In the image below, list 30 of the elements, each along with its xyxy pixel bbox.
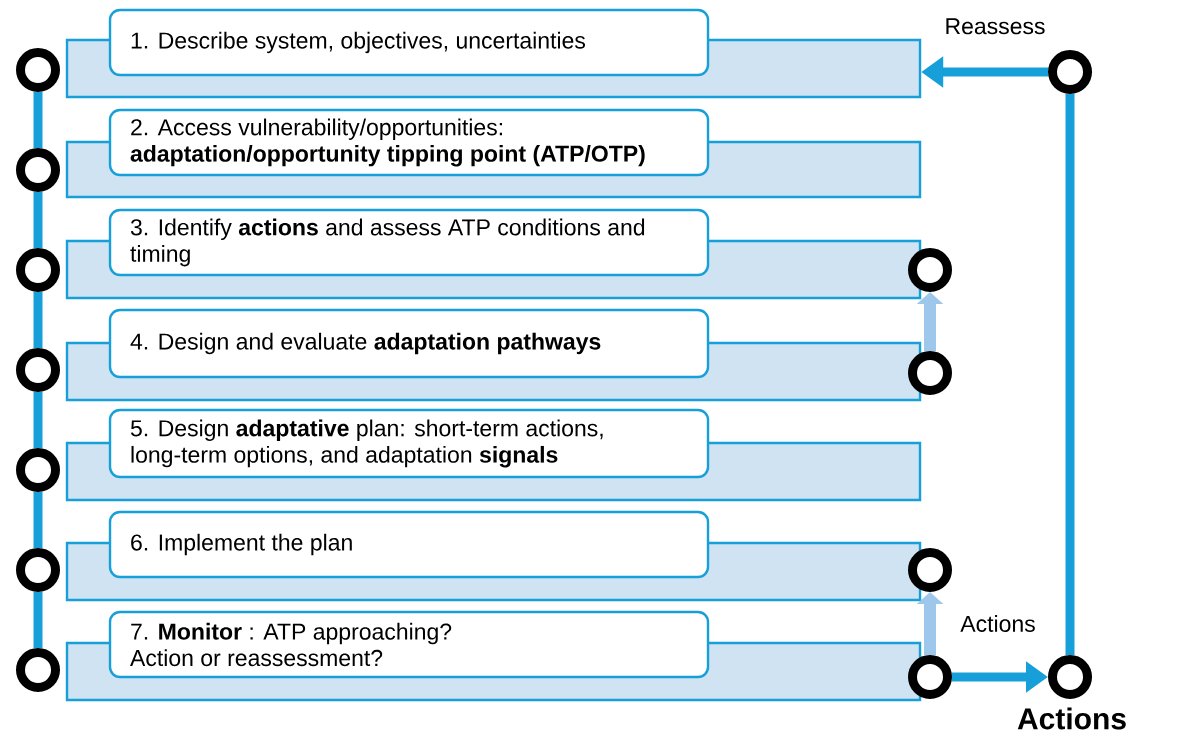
connector-line [33,592,43,648]
step-box: 7. Monitor : ATP approaching? Action or reassessment? [108,610,710,679]
step-box: 1. Describe system, objectives, uncertainties [108,8,710,77]
circle-marker [16,648,60,692]
connector-line [1065,94,1075,655]
step-box: 3. Identify actions and assess ATP conditions and timing [108,208,710,277]
connector-line [33,392,43,448]
step-box: 4. Design and evaluate adaptation pathways [108,308,710,379]
circle-marker [908,548,952,592]
connector-line [33,92,43,148]
edge-label: Actions [958,613,1038,634]
connector-line [33,192,43,248]
circle-marker [16,548,60,592]
circle-marker [16,48,60,92]
circle-marker [16,148,60,192]
node-caption: Actions [1017,707,1126,730]
step-box: 6. Implement the plan [108,510,710,579]
connector-line [33,292,43,348]
circle-marker [16,248,60,292]
circle-marker [1048,50,1092,94]
connector-line [33,492,43,548]
circle-marker [908,248,952,292]
circle-marker [16,348,60,392]
step-box: 5. Design adaptative plan: short-term actions, long-term options, and adaptation signals [108,408,710,479]
circle-marker [1048,655,1092,699]
circle-marker [908,655,952,699]
edge-label: Reassess [942,16,1048,37]
circle-marker [908,351,952,395]
circle-marker [16,448,60,492]
step-box: 2. Access vulnerability/opportunities: adaptation/opportunity tipping point (ATP/OTP) [108,108,710,177]
